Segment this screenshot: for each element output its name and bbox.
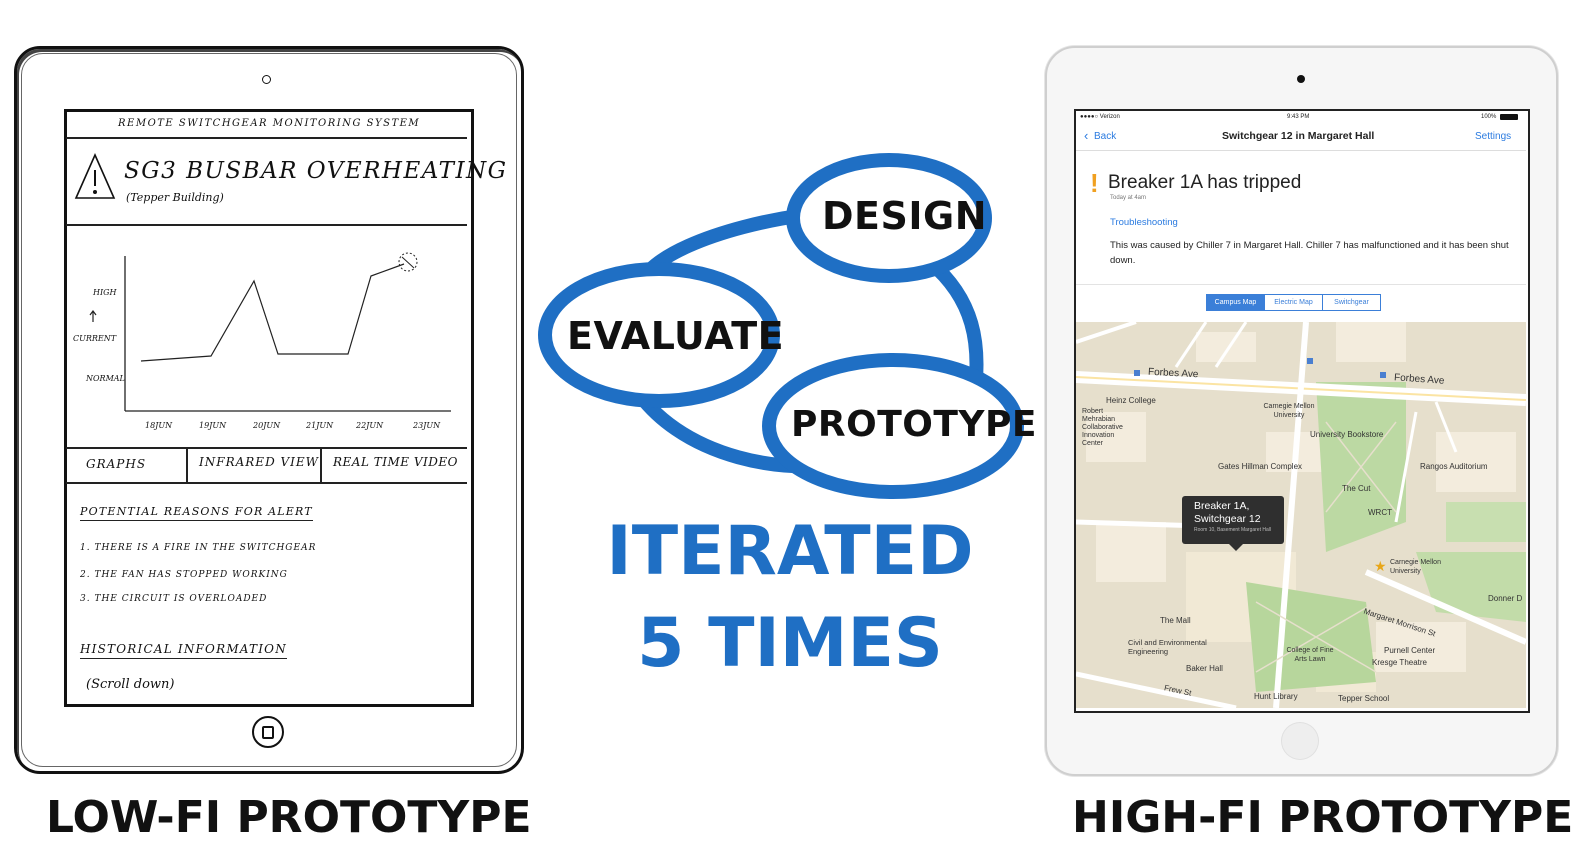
lofi-alert-location: (Tepper Building) (126, 191, 224, 204)
iterated-line2: 5 TIMES (637, 604, 943, 683)
map-label-tepper: Tepper School (1338, 694, 1390, 703)
lofi-x-label: 18JUN (145, 421, 173, 430)
content-divider (1076, 284, 1526, 285)
map-callout-subtitle: Room 10, Basement Margaret Hall (1194, 527, 1271, 533)
lofi-tab-sep (186, 447, 188, 482)
map-label-robert: Robert Mehrabian Collaborative Innovatio… (1082, 408, 1123, 447)
iterated-line1: ITERATED (606, 512, 974, 591)
campus-map[interactable]: Forbes Ave Forbes Ave Heinz College Robe… (1076, 322, 1526, 708)
map-label-cfa: College of Fine Arts Lawn (1286, 647, 1334, 663)
cycle-design-label: DESIGN (822, 194, 988, 238)
segment-electric-map[interactable]: Electric Map (1264, 294, 1323, 311)
iteration-cycle-diagram (538, 153, 1024, 499)
lofi-title-divider (66, 224, 467, 226)
map-label-cmu2: Carnegie Mellon University (1390, 559, 1441, 575)
segment-switchgear[interactable]: Switchgear (1322, 294, 1381, 311)
lofi-screen (64, 109, 474, 707)
nav-settings-button[interactable]: Settings (1475, 131, 1512, 142)
map-label-donner: Donner D (1488, 594, 1523, 603)
alert-description: This was caused by Chiller 7 in Margaret… (1110, 240, 1509, 266)
lofi-graph (89, 252, 451, 412)
lofi-header: REMOTE SWITCHGEAR MONITORING SYSTEM (118, 118, 421, 129)
lofi-camera-icon (262, 75, 271, 84)
lofi-reason-item: 3. THE CIRCUIT IS OVERLOADED (80, 594, 268, 604)
map-label-bookstore: University Bookstore (1310, 430, 1384, 439)
lofi-x-label: 19JUN (199, 421, 227, 430)
lofi-tab-graphs[interactable]: GRAPHS (86, 457, 147, 471)
lofi-caption: LOW-FI PROTOTYPE (46, 792, 532, 843)
map-label-gates: Gates Hillman Complex (1218, 462, 1303, 471)
status-time: 9:43 PM (1287, 114, 1310, 120)
lofi-y-normal: NORMAL (86, 374, 125, 383)
lofi-tabs-top (66, 447, 467, 449)
nav-back-button[interactable]: Back (1094, 131, 1117, 142)
map-callout[interactable] (1182, 496, 1284, 544)
lofi-x-label: 23JUN (413, 421, 441, 430)
lofi-x-label: 21JUN (306, 421, 334, 430)
map-marker-icon (1307, 358, 1313, 364)
lofi-x-label: 20JUN (253, 421, 281, 430)
map-label-civil: Civil and Environmental Engineering (1128, 638, 1207, 656)
lofi-warning-icon (74, 153, 116, 199)
map-label-wrct: WRCT (1368, 508, 1392, 517)
cycle-prototype-label: PROTOTYPE (791, 404, 1037, 445)
lofi-tab-infrared[interactable]: INFRARED VIEW (199, 455, 319, 469)
lofi-home-button[interactable] (252, 716, 284, 748)
lofi-header-divider (66, 137, 467, 139)
map-label-rangos: Rangos Auditorium (1420, 462, 1488, 471)
map-label-mall: The Mall (1160, 616, 1191, 625)
map-label-cut: The Cut (1342, 484, 1371, 493)
lofi-x-label: 22JUN (356, 421, 384, 430)
alert-time: Today at 4am (1110, 195, 1147, 201)
hifi-camera-icon (1297, 75, 1305, 83)
lofi-alert-title: SG3 BUSBAR OVERHEATING (124, 158, 508, 184)
alert-exclamation-icon: ! (1090, 168, 1099, 198)
lofi-home-square-icon (262, 726, 274, 739)
map-label-hunt: Hunt Library (1254, 692, 1298, 701)
lofi-tabs-bottom (66, 482, 467, 484)
hifi-home-button[interactable] (1282, 723, 1318, 759)
map-callout-title: Breaker 1A, Switchgear 12 (1194, 500, 1261, 525)
map-label-cmu: Carnegie Mellon University (1263, 403, 1315, 419)
lofi-reason-item: 1. THERE IS A FIRE IN THE SWITCHGEAR (80, 543, 317, 553)
lofi-reasons-title: POTENTIAL REASONS FOR ALERT (80, 505, 313, 521)
battery-icon (1500, 114, 1518, 120)
map-label-heinz: Heinz College (1106, 396, 1156, 405)
hifi-alert-title: Breaker 1A has tripped (1108, 172, 1302, 193)
lofi-tab-sep (320, 447, 322, 482)
lofi-tab-realtime[interactable]: REAL TIME VIDEO (333, 455, 458, 469)
map-label-baker: Baker Hall (1186, 664, 1223, 673)
cycle-evaluate-label: EVALUATE (567, 314, 785, 358)
lofi-y-high: HIGH (93, 288, 117, 297)
back-chevron-icon[interactable]: ‹ (1084, 128, 1089, 143)
map-marker-icon (1380, 372, 1386, 378)
map-star-icon: ★ (1374, 558, 1387, 574)
troubleshooting-link[interactable]: Troubleshooting (1110, 217, 1178, 228)
lofi-history-title: HISTORICAL INFORMATION (80, 642, 287, 659)
map-label-kresge: Kresge Theatre (1372, 658, 1427, 667)
map-callout-pointer (1229, 544, 1243, 551)
nav-divider (1076, 150, 1526, 151)
lofi-y-current: CURRENT (73, 334, 117, 343)
map-graphics (1076, 322, 1526, 708)
lofi-scroll-hint: (Scroll down) (86, 677, 175, 692)
segment-campus-map[interactable]: Campus Map (1206, 294, 1265, 311)
status-battery-text: 100% (1481, 114, 1497, 120)
map-marker-icon (1134, 370, 1140, 376)
lofi-reason-item: 2. THE FAN HAS STOPPED WORKING (80, 570, 288, 580)
status-carrier: ●●●●○ Verizon (1080, 114, 1120, 120)
map-label-purnell: Purnell Center (1384, 646, 1436, 655)
hifi-caption: HIGH-FI PROTOTYPE (1072, 792, 1574, 843)
nav-title: Switchgear 12 in Margaret Hall (1222, 130, 1375, 142)
